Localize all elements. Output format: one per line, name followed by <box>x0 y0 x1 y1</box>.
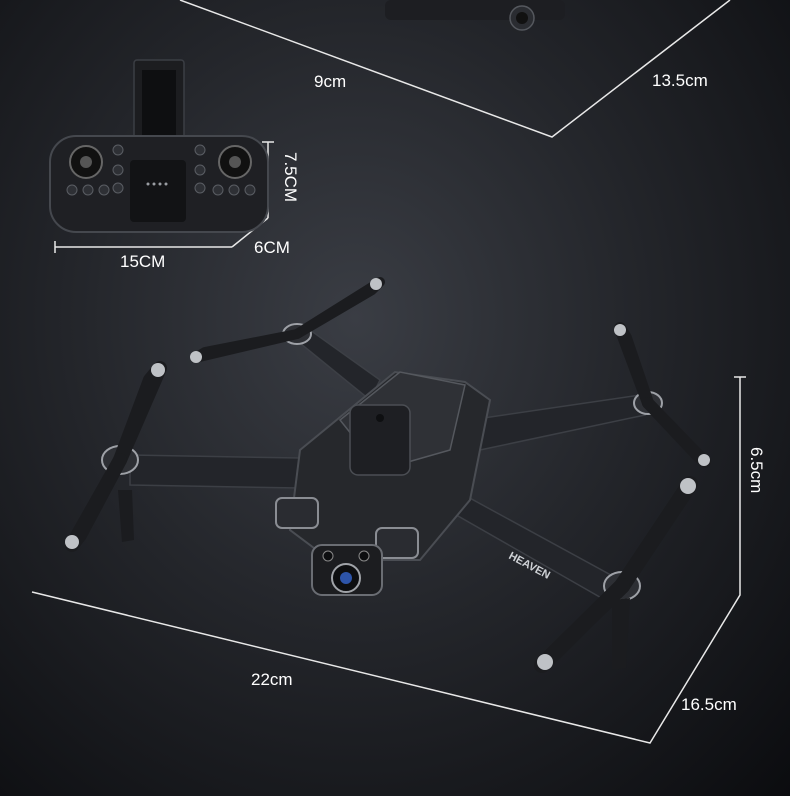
drone-height-label: 6.5cm <box>747 447 766 494</box>
sensor-left <box>275 497 319 529</box>
arm-front-left <box>129 454 301 489</box>
folded-drone <box>385 0 565 31</box>
battery-pack <box>349 404 411 476</box>
remote-controller <box>49 59 269 233</box>
drone: HEAVEN <box>65 277 711 673</box>
propeller-back-right-a <box>614 322 654 409</box>
arm-back-right <box>469 394 646 451</box>
propeller-back-left-b <box>190 329 302 363</box>
drone-length-label: 16.5cm <box>681 695 737 714</box>
propeller-back-left-a <box>292 277 385 339</box>
sensor-right <box>375 527 419 559</box>
propeller-front-left-b <box>65 453 127 552</box>
drone-width-label: 22cm <box>251 670 293 689</box>
propeller-front-right-b <box>534 578 630 673</box>
propeller-front-right-a <box>614 476 698 594</box>
drone-box-outline <box>31 377 741 744</box>
propeller-back-right-b <box>642 397 711 468</box>
folded-width-label: 9cm <box>314 72 347 91</box>
remote-height-label: 7.5CM <box>281 152 300 203</box>
folded-box-outline <box>179 0 731 138</box>
remote-depth-label: 6CM <box>254 238 290 257</box>
propeller-front-left-a <box>113 361 167 467</box>
remote-width-label: 15CM <box>120 252 166 271</box>
folded-length-label: 13.5cm <box>652 71 708 90</box>
